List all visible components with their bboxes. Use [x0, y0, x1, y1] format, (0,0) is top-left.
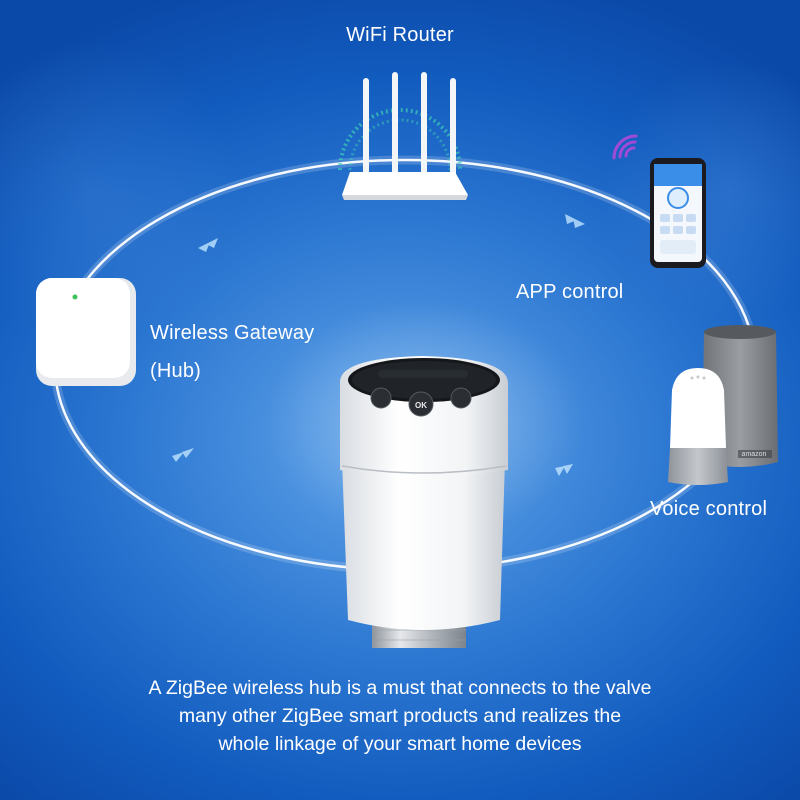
wifi-signal-icon: [612, 134, 638, 160]
caption-line: many other ZigBee smart products and rea…: [178, 705, 622, 727]
ok-button-text: OK: [415, 401, 427, 410]
hub-label: (Hub): [150, 360, 202, 382]
speaker-brand-text: amazon: [742, 451, 767, 458]
smart-home-speaker-device: [668, 368, 728, 485]
wifi-router-device: [338, 72, 468, 200]
caption-line: A ZigBee wireless hub is a must that con…: [148, 677, 652, 699]
caption-line: whole linkage of your smart home devices: [218, 733, 582, 755]
thermostat-valve-device: OK: [265, 300, 585, 648]
voice-control-label: Voice control: [650, 498, 768, 520]
smartphone-device: [650, 158, 706, 268]
app-control-label: APP control: [516, 281, 624, 303]
wireless-gateway-label: Wireless Gateway: [150, 322, 315, 344]
caption-text: A ZigBee wireless hub is a must that con…: [0, 674, 800, 758]
wireless-gateway-device: [36, 278, 136, 386]
wifi-router-label: WiFi Router: [346, 24, 454, 46]
